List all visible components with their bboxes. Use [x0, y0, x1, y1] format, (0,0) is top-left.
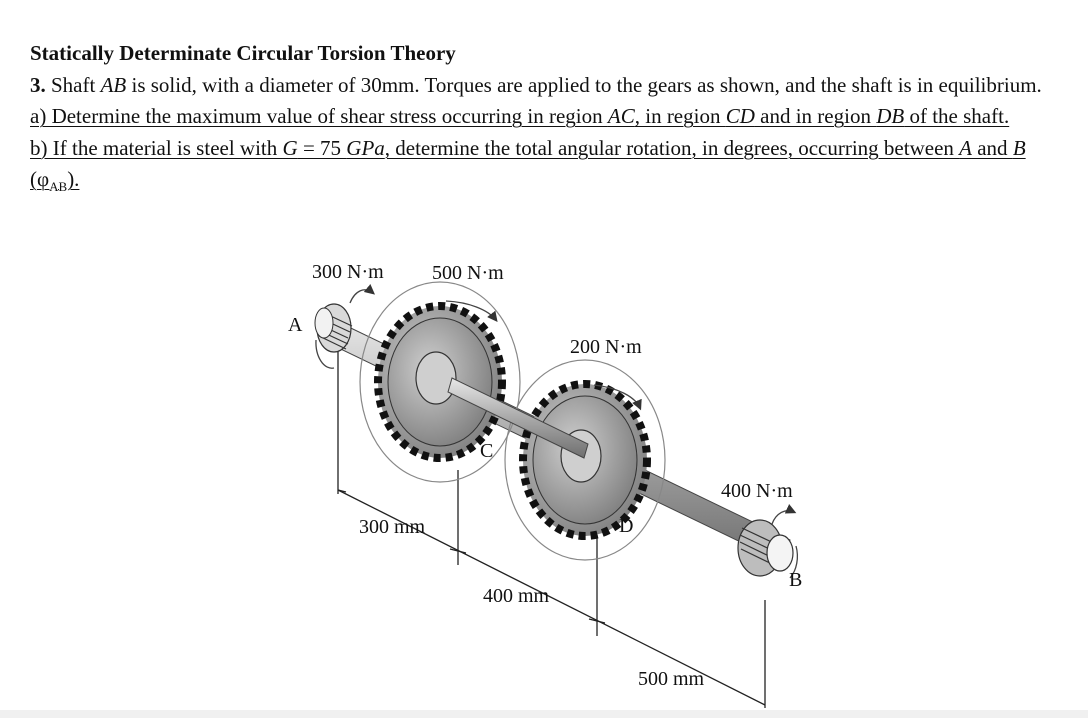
dimension-lines	[337, 340, 766, 708]
spline-end-b	[737, 519, 794, 577]
part-b-gpa: GPa	[346, 135, 385, 160]
point-d-label: D	[619, 515, 633, 537]
torque-a-label: 300 N·m	[312, 261, 384, 283]
dimension-ac-label: 300 mm	[359, 516, 426, 538]
part-b-a: A	[959, 135, 972, 160]
part-a-region-ac: AC	[607, 104, 635, 128]
point-a-label: A	[288, 314, 303, 336]
torque-b-label: 400 N·m	[721, 480, 793, 502]
point-c-label: C	[480, 440, 493, 462]
gear-d	[504, 359, 666, 561]
problem-shaft-name: AB	[100, 72, 127, 97]
part-b-text-1: b) If the material is steel with	[30, 135, 283, 160]
bottom-strip	[0, 710, 1088, 718]
torque-c-label: 500 N·m	[432, 262, 504, 284]
part-a-text-2: , in region	[634, 104, 726, 128]
part-b-text-5: (φ	[30, 167, 50, 191]
part-b-text-2: = 75	[297, 135, 347, 160]
part-b-subscript: AB	[49, 179, 68, 195]
torque-d-label: 200 N·m	[570, 336, 642, 358]
part-b-text-4: and	[971, 135, 1013, 160]
part-a-region-db: DB	[876, 104, 905, 128]
part-a-text-3: and in region	[754, 104, 877, 128]
problem-text-1: Shaft	[45, 72, 101, 97]
part-a: a) Determine the maximum value of shear …	[30, 101, 1070, 133]
part-a-text-4: of the shaft.	[904, 104, 1010, 128]
part-b-g: G	[282, 135, 298, 160]
torque-arrows	[315, 284, 799, 579]
part-a-region-cd: CD	[725, 104, 755, 128]
part-b: b) If the material is steel with G = 75 …	[30, 133, 1070, 203]
part-a-text-1: a) Determine the maximum value of shear …	[30, 104, 608, 128]
spline-end-a	[314, 303, 353, 353]
problem-number: 3.	[30, 72, 46, 97]
gear-c	[359, 281, 521, 483]
part-b-b: B	[1012, 135, 1026, 160]
point-b-label: B	[789, 569, 802, 591]
page-title: Statically Determinate Circular Torsion …	[30, 41, 456, 65]
part-b-text-3: , determine the total angular rotation, …	[384, 135, 960, 160]
part-b-text-6: ).	[67, 167, 80, 191]
figure-labels: 300 N·m 500 N·m 200 N·m 400 N·m A C D B …	[288, 261, 802, 690]
problem-text: Statically Determinate Circular Torsion …	[30, 38, 1070, 203]
problem-statement: 3. Shaft AB is solid, with a diameter of…	[30, 70, 1070, 102]
dimension-db-label: 500 mm	[638, 668, 705, 690]
problem-text-2: is solid, with a diameter of 30mm. Torqu…	[126, 72, 1042, 97]
dimension-cd-label: 400 mm	[483, 585, 550, 607]
